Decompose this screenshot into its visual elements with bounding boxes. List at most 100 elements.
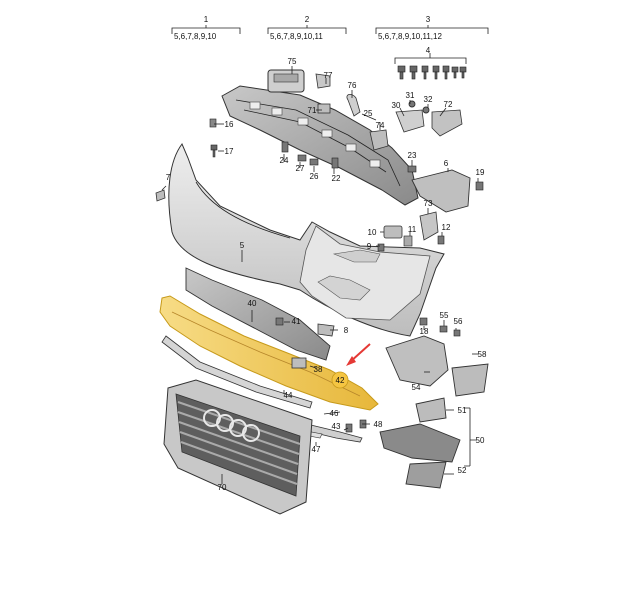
clip-26 (309, 158, 319, 166)
label-16: 16 (225, 120, 234, 129)
group-1-number: 1 (204, 15, 209, 24)
label-43: 43 (332, 422, 341, 431)
label-58: 58 (478, 350, 487, 359)
clip-77 (315, 73, 331, 89)
bracket-74 (369, 129, 389, 151)
label-73: 73 (424, 199, 433, 208)
group-2-bracket (267, 25, 347, 34)
label-46: 46 (330, 409, 339, 418)
bracket-73 (419, 211, 439, 241)
group-header-1: 1 5,6,7,8,9,10 (171, 15, 241, 41)
group-1-items: 5,6,7,8,9,10 (174, 32, 217, 41)
label-32: 32 (424, 95, 433, 104)
part-labels: 4 5 6 7 8 9 10 11 12 16 17 18 19 22 23 2… (166, 46, 487, 492)
cover-58 (451, 363, 489, 397)
screw-19 (475, 181, 484, 191)
label-50: 50 (476, 436, 485, 445)
label-54: 54 (412, 383, 421, 392)
bracket-10 (383, 225, 403, 239)
highlight-arrowhead (346, 356, 356, 366)
label-27: 27 (296, 164, 305, 173)
label-41: 41 (292, 317, 301, 326)
bumper-carrier-upper (221, 85, 419, 206)
label-31: 31 (406, 91, 415, 100)
screw-18 (419, 317, 428, 326)
mount-bracket-72 (431, 109, 463, 137)
label-42: 42 (336, 376, 345, 385)
label-22: 22 (332, 174, 341, 183)
group-header-2: 2 5,6,7,8,9,10,11 (267, 15, 347, 41)
label-71: 71 (308, 106, 317, 115)
label-30: 30 (392, 101, 401, 110)
group-3-items: 5,6,7,8,9,10,11,12 (378, 32, 442, 41)
label-25: 25 (364, 109, 373, 118)
label-56: 56 (454, 317, 463, 326)
label-77: 77 (324, 71, 333, 80)
screw-12 (437, 235, 445, 245)
label-75: 75 (288, 57, 297, 66)
label-18: 18 (420, 327, 429, 336)
label-70: 70 (218, 483, 227, 492)
label-11: 11 (408, 225, 417, 234)
bracket-54 (385, 335, 449, 387)
label-47: 47 (312, 445, 321, 454)
bracket-75 (267, 69, 305, 93)
group-2-number: 2 (305, 15, 310, 24)
screw-31 (408, 100, 416, 108)
clip-38 (291, 357, 307, 369)
label-19: 19 (476, 168, 485, 177)
trim-51 (415, 397, 447, 423)
label-74: 74 (376, 121, 385, 130)
bracket-6 (411, 169, 471, 213)
label-9: 9 (367, 242, 372, 251)
clip-7 (155, 189, 166, 202)
screw-41 (275, 317, 284, 326)
highlight-badge (331, 371, 349, 389)
label-52: 52 (458, 466, 467, 475)
label-5: 5 (240, 241, 245, 250)
spoiler-42-ridge (171, 311, 361, 397)
label-17: 17 (225, 147, 234, 156)
label-26: 26 (310, 172, 319, 181)
lower-spoiler-42-highlighted (159, 295, 379, 411)
label-55: 55 (440, 311, 449, 320)
clip-71 (317, 103, 331, 114)
screw-9 (377, 243, 385, 252)
screw-22 (331, 157, 339, 169)
label-7: 7 (166, 173, 171, 182)
label-12: 12 (442, 223, 451, 232)
mount-bracket-30 (395, 109, 425, 133)
group-3-bracket (375, 25, 489, 34)
label-8: 8 (344, 326, 349, 335)
bracket-50-group (464, 407, 476, 467)
screw-24 (281, 141, 289, 153)
trim-52 (405, 461, 447, 489)
label-10: 10 (368, 228, 377, 237)
label-40: 40 (248, 299, 257, 308)
group-header-3: 3 5,6,7,8,9,10,11,12 (375, 15, 489, 41)
screw-32 (422, 106, 430, 114)
screw-55 (439, 325, 448, 333)
label-44: 44 (284, 391, 293, 400)
label-76: 76 (348, 81, 357, 90)
label-6: 6 (444, 159, 449, 168)
group-1-bracket (171, 25, 241, 34)
clip-11 (403, 235, 413, 247)
label-4: 4 (426, 46, 431, 55)
screw-43 (345, 423, 353, 433)
label-23: 23 (408, 151, 417, 160)
bumper-cover-5 (168, 143, 445, 337)
leader-lines (161, 66, 479, 484)
label-51: 51 (458, 406, 467, 415)
label-72: 72 (444, 100, 453, 109)
hook-76 (346, 94, 361, 117)
clip-23 (407, 165, 417, 173)
clip-27 (297, 154, 307, 162)
screw-16 (209, 118, 217, 128)
label-48: 48 (374, 420, 383, 429)
support-40 (185, 267, 331, 361)
label-24: 24 (280, 156, 289, 165)
label-38: 38 (314, 365, 323, 374)
bolt-set-4 (394, 53, 467, 80)
